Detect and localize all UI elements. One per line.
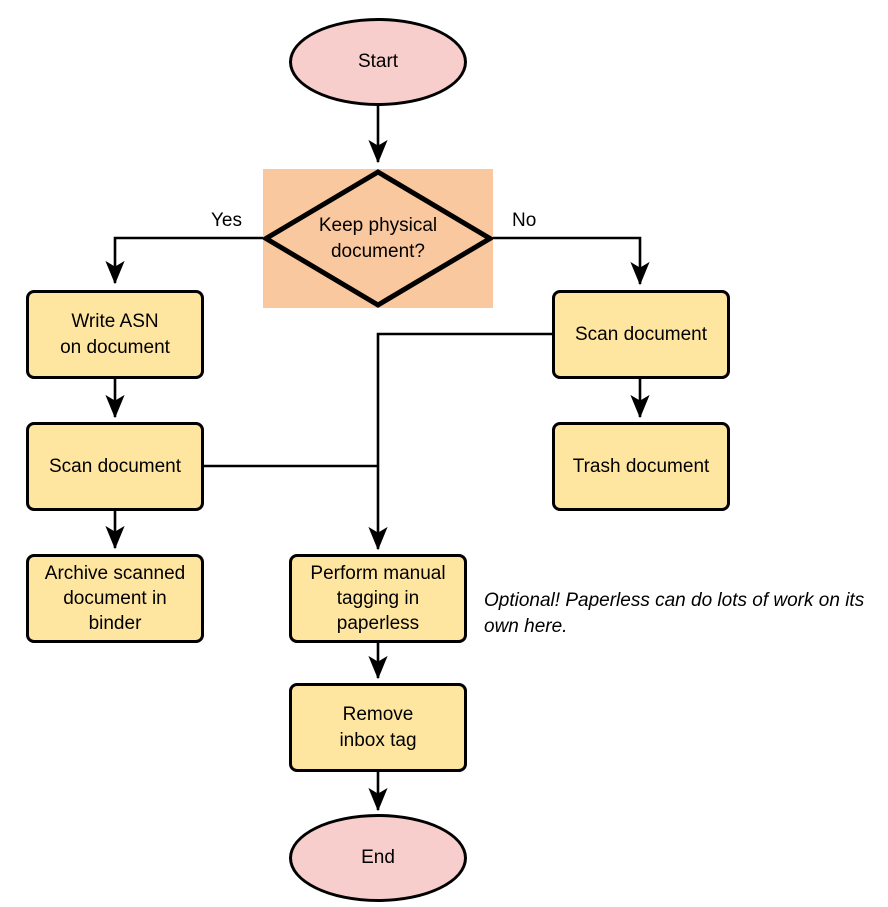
node-scan-document-right[interactable]: Scan document [552, 290, 730, 379]
node-archive-binder[interactable]: Archive scanned document in binder [26, 554, 204, 643]
node-write-asn-label: Write ASN on document [60, 311, 170, 358]
node-remove-inbox-tag-label: Remove inbox tag [339, 704, 417, 751]
node-scan-document-right-label: Scan document [574, 323, 708, 345]
edge-label-yes: Yes [208, 210, 245, 232]
node-manual-tagging-label: Perform manual tagging in paperless [310, 562, 446, 635]
node-scan-document-left[interactable]: Scan document [26, 422, 204, 511]
edge-scan-right-to-tagging [368, 332, 552, 551]
note-optional-paperless: Optional! Paperless can do lots of work … [484, 588, 888, 639]
node-start[interactable]: Start [289, 18, 467, 106]
node-scan-document-left-label: Scan document [48, 455, 182, 477]
node-end[interactable]: End [289, 814, 467, 902]
node-decision-label: Keep physical document? [318, 215, 438, 262]
diamond-shape [263, 169, 493, 308]
edge-decision-no-to-scan-right [492, 236, 650, 286]
node-end-label: End [361, 846, 395, 868]
edge-label-no: No [509, 210, 540, 232]
edge-label-no-text: No [512, 210, 537, 231]
node-remove-inbox-tag[interactable]: Remove inbox tag [289, 683, 467, 772]
node-keep-physical-document-decision[interactable]: Keep physical document? [263, 169, 493, 308]
note-optional-paperless-text: Optional! Paperless can do lots of work … [484, 590, 865, 637]
edge-decision-yes-to-write-asn [105, 236, 263, 285]
node-archive-binder-label: Archive scanned document in binder [44, 562, 186, 635]
node-trash-document-label: Trash document [572, 455, 710, 477]
node-trash-document[interactable]: Trash document [552, 422, 730, 511]
edge-label-yes-text: Yes [211, 210, 242, 231]
node-manual-tagging[interactable]: Perform manual tagging in paperless [289, 554, 467, 643]
node-write-asn[interactable]: Write ASN on document [26, 290, 204, 379]
node-start-label: Start [357, 50, 399, 72]
